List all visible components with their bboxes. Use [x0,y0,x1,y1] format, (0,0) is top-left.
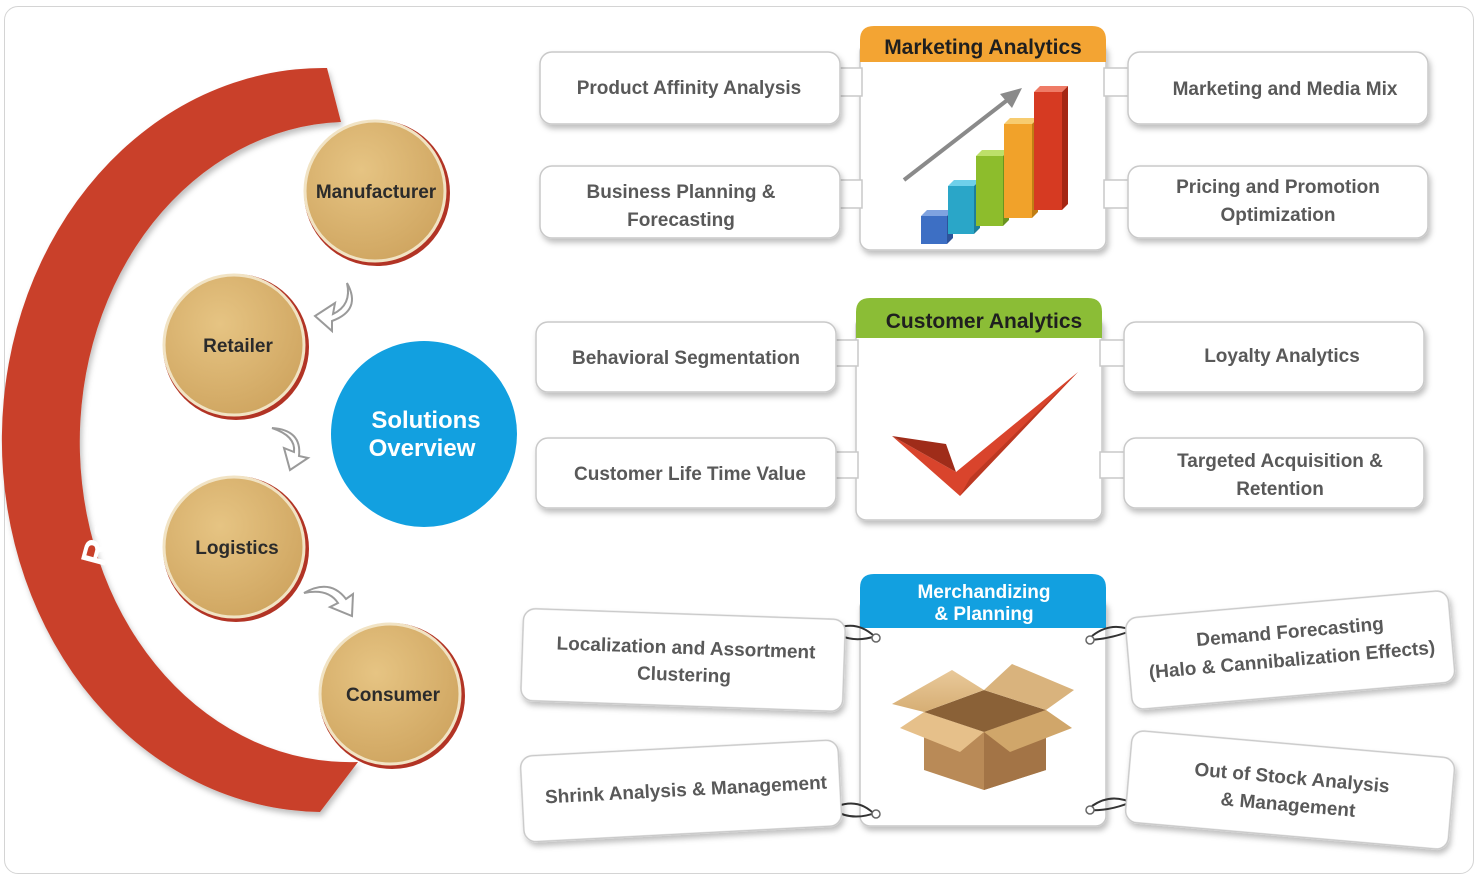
marketing-item-business-planning [539,165,841,239]
node-retailer: Retailer [162,273,309,420]
customer-item-life-time-value [535,437,837,509]
merch-item-localization [520,608,846,712]
marketing-item-product-affinity [539,51,841,125]
merch-header: Merchandizing & Planning [860,574,1106,628]
ecosystem-arc [1,67,359,812]
life-time-value-label: Customer Life Time Value [574,464,806,485]
solutions-overview-circle: Solutions Overview [331,341,517,527]
marketing-item-pricing-promotion [1127,165,1429,239]
customer-header: Customer Analytics [856,298,1102,338]
business-planning-label-2: Forecasting [627,210,735,231]
checkmark-icon [892,372,1078,496]
merch-item-out-of-stock [1124,730,1456,850]
acquisition-retention-label-2: Retention [1236,479,1324,500]
node-manufacturer-label: Manufacturer [316,182,437,203]
node-consumer-label: Consumer [346,685,441,706]
marketing-connectors [837,67,1131,209]
marketing-item-media-mix [1127,51,1429,125]
media-mix-label: Marketing and Media Mix [1173,79,1398,100]
flow-arrow-icon [313,282,353,334]
node-logistics-label: Logistics [195,538,278,559]
node-consumer: Consumer [318,622,465,769]
solutions-overview-line1: Solutions [371,407,480,434]
acquisition-retention-label-1: Targeted Acquisition & [1177,451,1383,472]
flow-arrow-icon [303,585,355,618]
customer-item-loyalty [1123,321,1425,393]
solutions-overview-line2: Overview [369,435,476,462]
node-logistics: Logistics [162,475,309,622]
node-retailer-label: Retailer [203,336,273,357]
merch-item-shrink [519,739,843,843]
merch-item-demand-forecasting [1125,590,1456,710]
customer-header-label: Customer Analytics [886,310,1082,333]
pricing-promotion-label-2: Optimization [1220,205,1335,226]
node-manufacturer: Manufacturer [303,119,450,266]
business-planning-label-1: Business Planning & [587,182,776,203]
loyalty-analytics-label: Loyalty Analytics [1204,346,1360,367]
merch-header-label-2: & Planning [934,604,1033,625]
customer-panel [855,315,1103,521]
product-affinity-label: Product Affinity Analysis [577,78,802,99]
box-icon [892,664,1074,790]
merch-header-label-1: Merchandizing [917,582,1050,603]
marketing-header-label: Marketing Analytics [884,36,1082,59]
marketing-header: Marketing Analytics [860,26,1106,62]
localization-label-2: Clustering [637,663,732,687]
growth-chart-icon [902,86,1068,244]
customer-item-acquisition [1123,437,1425,509]
customer-connectors [833,339,1127,479]
behavioral-segmentation-label: Behavioral Segmentation [572,348,800,369]
customer-item-behavioral [535,321,837,393]
flow-arrow-icon [271,427,311,472]
pricing-promotion-label-1: Pricing and Promotion [1176,177,1380,198]
